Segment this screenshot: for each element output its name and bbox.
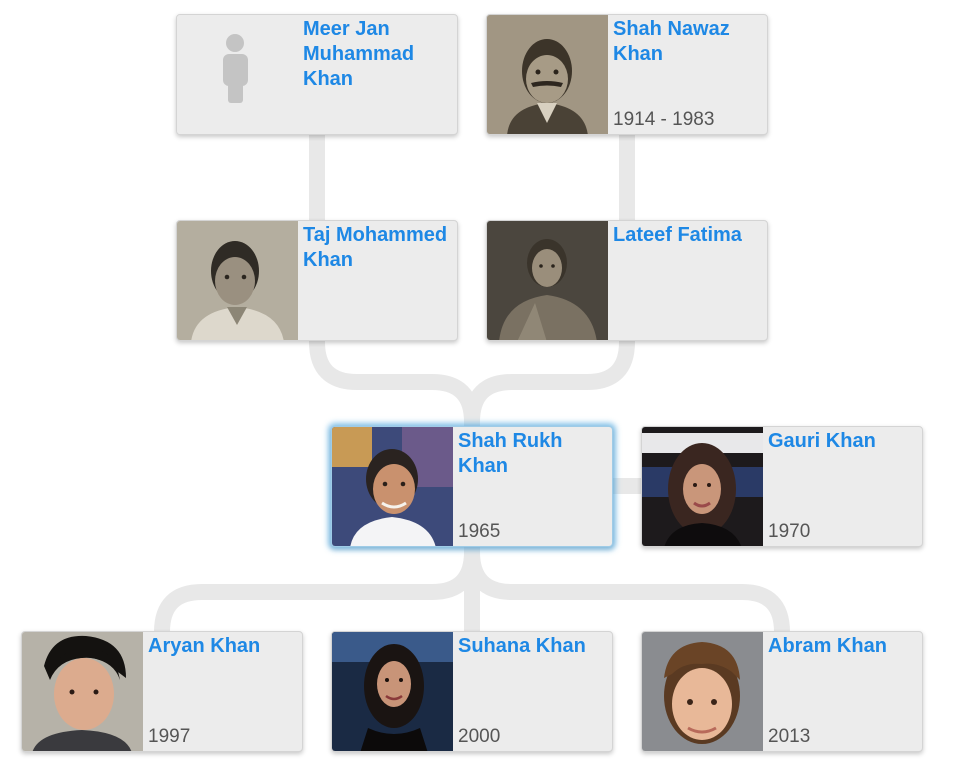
connector-taj-to-shah-rukh — [309, 335, 480, 432]
person-name-link[interactable]: Lateef Fatima — [613, 224, 742, 246]
person-card-suhana-khan[interactable]: Suhana Khan 2000 — [331, 631, 613, 752]
person-name-link[interactable]: Taj Mohammed Khan — [303, 224, 448, 271]
person-years: 1965 — [458, 521, 501, 542]
portrait-photo-icon — [22, 632, 143, 751]
person-years: 1914 - 1983 — [613, 109, 715, 130]
connector-shah-rukh-to-aryan — [154, 545, 480, 636]
person-years: 1997 — [148, 726, 191, 747]
portrait-photo-icon — [642, 632, 763, 751]
person-card-lateef-fatima[interactable]: Lateef Fatima — [486, 220, 768, 341]
person-card-shah-nawaz-khan[interactable]: Shah Nawaz Khan 1914 - 1983 — [486, 14, 768, 135]
person-name-link[interactable]: Suhana Khan — [458, 635, 586, 657]
person-card-gauri-khan[interactable]: Gauri Khan 1970 — [641, 426, 923, 547]
person-name-link[interactable]: Shah Nawaz Khan — [613, 18, 730, 65]
placeholder-person-icon — [177, 15, 298, 134]
person-years: 2013 — [768, 726, 811, 747]
person-name-link[interactable]: Shah Rukh Khan — [458, 430, 563, 477]
portrait-photo-icon — [332, 632, 453, 751]
person-card-aryan-khan[interactable]: Aryan Khan 1997 — [21, 631, 303, 752]
person-card-abram-khan[interactable]: Abram Khan 2013 — [641, 631, 923, 752]
person-name-link[interactable]: Meer Jan Muhammad Khan — [303, 18, 415, 90]
person-card-taj-mohammed-khan[interactable]: Taj Mohammed Khan — [176, 220, 458, 341]
portrait-photo-icon — [642, 427, 763, 546]
person-name-link[interactable]: Abram Khan — [768, 635, 887, 657]
portrait-photo-icon — [487, 15, 608, 134]
portrait-photo-icon — [177, 221, 298, 340]
portrait-photo-icon — [332, 427, 453, 546]
person-name-link[interactable]: Gauri Khan — [768, 430, 876, 452]
connector-shah-rukh-to-abram — [464, 551, 790, 636]
person-years: 1970 — [768, 521, 811, 542]
portrait-photo-icon — [487, 221, 608, 340]
person-years: 2000 — [458, 726, 501, 747]
person-name-link[interactable]: Aryan Khan — [148, 635, 261, 657]
person-card-shah-rukh-khan[interactable]: Shah Rukh Khan 1965 — [331, 426, 613, 547]
person-card-meer-jan-muhammad-khan[interactable]: Meer Jan Muhammad Khan — [176, 14, 458, 135]
connector-lateef-to-shah-rukh — [464, 335, 635, 423]
